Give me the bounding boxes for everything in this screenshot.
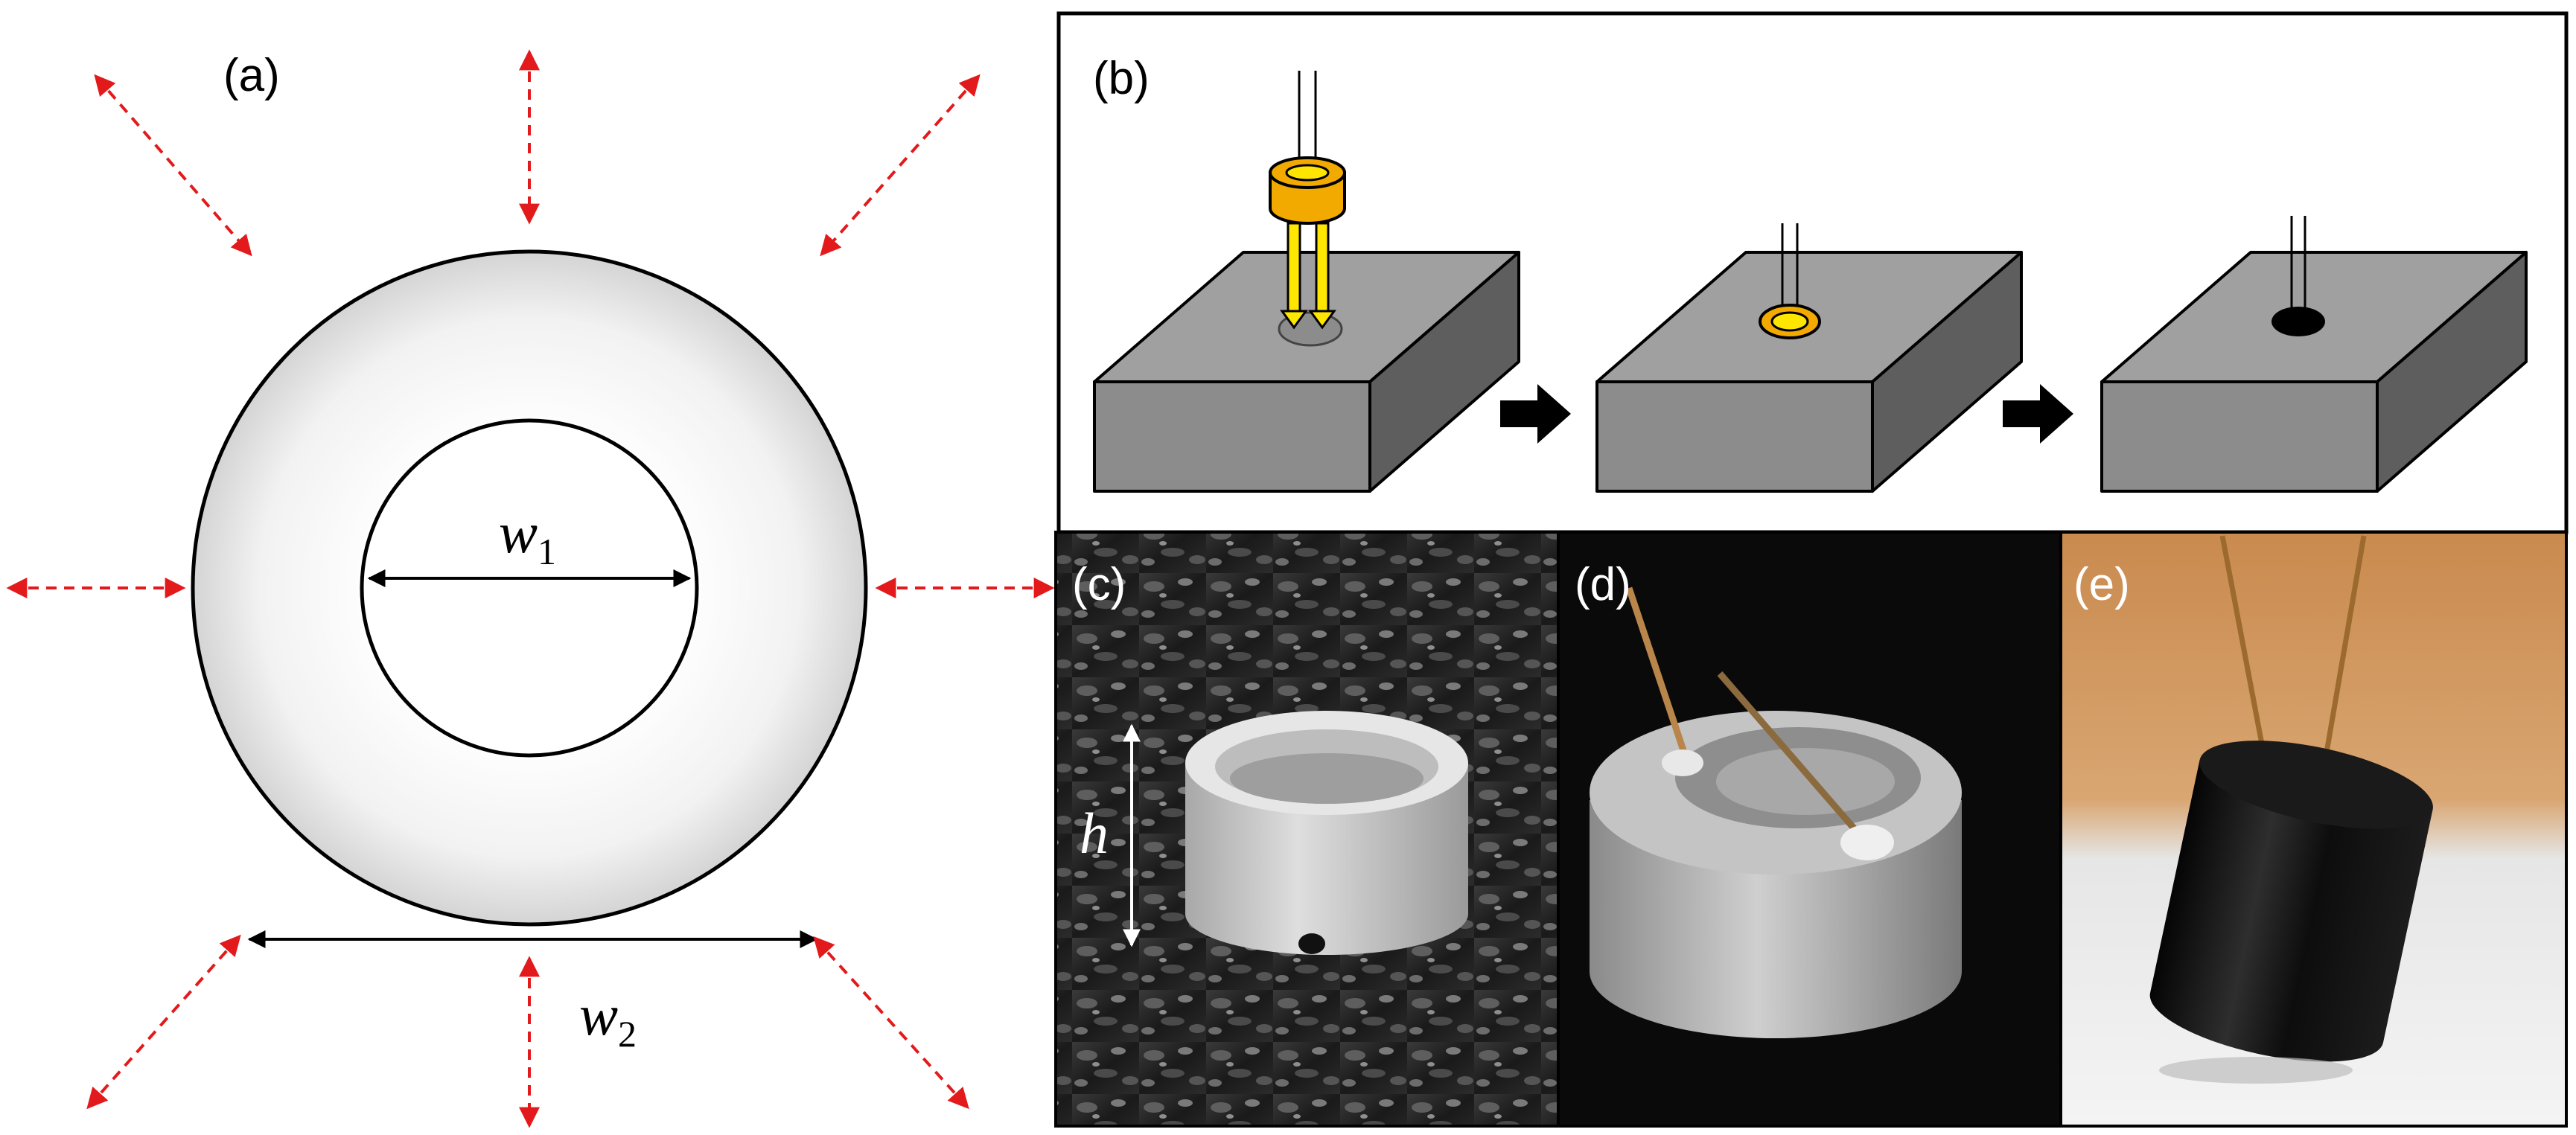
sample-d-solder-2 xyxy=(1840,825,1894,860)
sample-d-wire-1 xyxy=(1625,586,1690,761)
sample-e-cylinder xyxy=(2149,741,2433,1062)
panel-b: (b) xyxy=(1056,11,2569,534)
inner-diameter-label: w1 xyxy=(499,500,556,572)
sample-c-cylinder xyxy=(1185,711,1468,955)
block-1-side xyxy=(1368,251,1520,493)
sample-c-body xyxy=(1185,763,1468,955)
crucible-opening xyxy=(1285,164,1330,182)
panel-d-label: (d) xyxy=(1575,559,1631,610)
panel-e-label: (e) xyxy=(2073,559,2130,610)
crucible xyxy=(1269,71,1346,225)
panel-e: (e) xyxy=(2059,531,2568,1128)
sample-d-wire-2 xyxy=(1717,671,1868,843)
sample-e-body xyxy=(2149,760,2433,1062)
final-hole xyxy=(2271,216,2325,336)
laser-beam-right-tip xyxy=(1308,310,1336,330)
laser-beam-left xyxy=(1287,222,1301,314)
step-arrow-1 xyxy=(1500,384,1571,444)
sample-d-solder-1 xyxy=(1662,749,1703,776)
block-3-front xyxy=(2100,380,2379,493)
laser-beam-right xyxy=(1315,222,1330,314)
panel-b-label: (b) xyxy=(1093,53,1150,104)
panel-d: (d) xyxy=(1557,531,2062,1128)
block-2-front xyxy=(1595,380,1874,493)
sample-e-top xyxy=(2199,741,2433,829)
embedded-crucible-center xyxy=(1770,311,1809,332)
panel-a-label: (a) xyxy=(223,50,280,101)
outer-diameter-label: w2 xyxy=(579,982,637,1055)
final-hole-opening xyxy=(2271,307,2325,336)
laser-beams xyxy=(1280,222,1336,330)
panel-c-label: (c) xyxy=(1072,559,1126,610)
sample-e-wire-1 xyxy=(2219,535,2266,752)
sample-d-cylinder xyxy=(1590,586,1962,1038)
sample-e-shadow xyxy=(2159,1057,2353,1084)
block-1-front xyxy=(1093,380,1371,493)
panel-a: (a) w1 w2 xyxy=(6,49,1055,1128)
step-arrow-2 xyxy=(2003,384,2073,444)
laser-beam-left-tip xyxy=(1280,310,1308,330)
sample-c-inner-shade xyxy=(1230,753,1424,804)
radial-arrows xyxy=(6,49,1055,1128)
radial-arrow-bottom-left xyxy=(86,934,241,1110)
sample-c-hole xyxy=(1298,933,1325,954)
height-label: h xyxy=(1080,801,1109,866)
radial-arrow-top-left xyxy=(94,74,252,257)
block-3-side xyxy=(2376,251,2528,493)
sample-e-wire-2 xyxy=(2320,535,2367,775)
block-2-side xyxy=(1871,251,2023,493)
sample-d-inner-shade xyxy=(1716,748,1895,815)
panel-c: h (c) xyxy=(1054,531,1560,1128)
inner-hole xyxy=(360,418,699,758)
radial-arrow-top-right xyxy=(820,74,981,257)
embedded-crucible xyxy=(1759,223,1821,339)
radial-arrow-bottom-right xyxy=(813,936,969,1110)
